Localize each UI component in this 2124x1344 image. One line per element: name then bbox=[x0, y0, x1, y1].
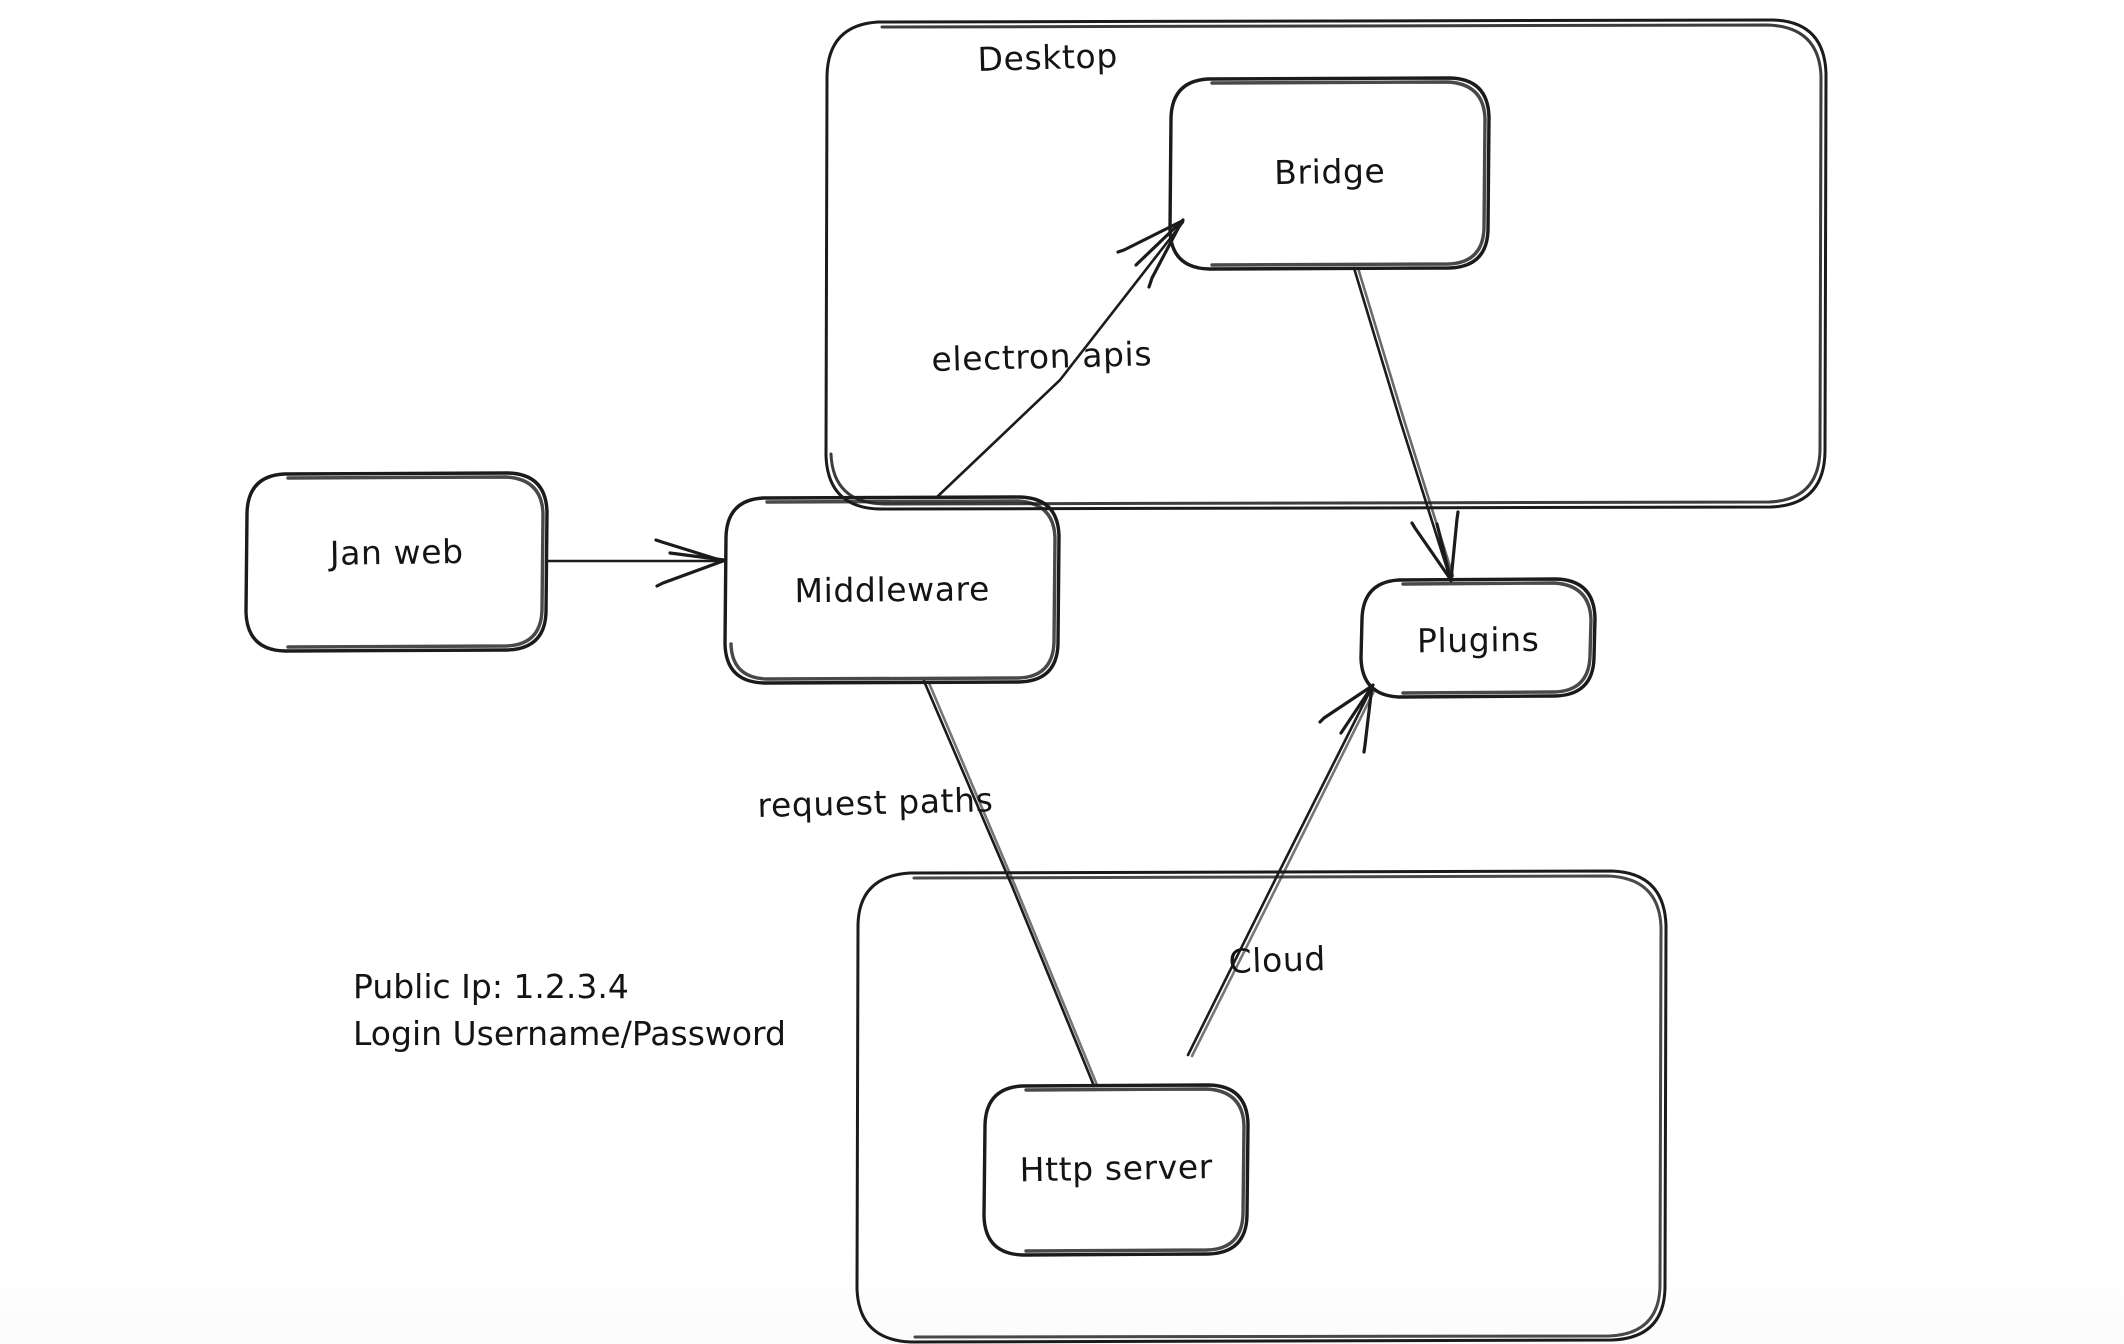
edge-jan-web-to-middleware bbox=[546, 538, 726, 588]
edge-bridge-to-plugins bbox=[1352, 266, 1460, 583]
note-login: Login Username/Password bbox=[353, 1014, 786, 1053]
node-label-jan-web: Jan web bbox=[329, 531, 464, 573]
node-middleware-shape bbox=[723, 495, 1061, 685]
edge-http-server-to-plugins bbox=[1186, 683, 1377, 1058]
edge-label-request-paths: request paths bbox=[757, 780, 994, 825]
node-plugins-shape bbox=[1359, 577, 1597, 699]
edge-label-electron-apis: electron apis bbox=[931, 334, 1153, 379]
node-label-middleware: Middleware bbox=[794, 569, 991, 611]
node-label-plugins: Plugins bbox=[1416, 619, 1540, 661]
note-public-ip: Public Ip: 1.2.3.4 bbox=[353, 967, 629, 1006]
desktop-container-label: Desktop bbox=[977, 36, 1119, 79]
node-jan-web-shape bbox=[244, 471, 549, 653]
node-bridge-shape bbox=[1168, 76, 1491, 271]
cloud-container-shape bbox=[855, 869, 1668, 1344]
edge-label-cloud: Cloud bbox=[1228, 938, 1327, 981]
desktop-container-shape bbox=[824, 18, 1828, 511]
node-http-server-shape bbox=[982, 1083, 1250, 1257]
edge-middleware-to-http-server bbox=[922, 679, 1099, 1088]
node-label-http-server: Http server bbox=[1019, 1147, 1214, 1190]
notes-block: Public Ip: 1.2.3.4 Login Username/Passwo… bbox=[353, 963, 786, 1057]
node-label-bridge: Bridge bbox=[1273, 151, 1386, 193]
